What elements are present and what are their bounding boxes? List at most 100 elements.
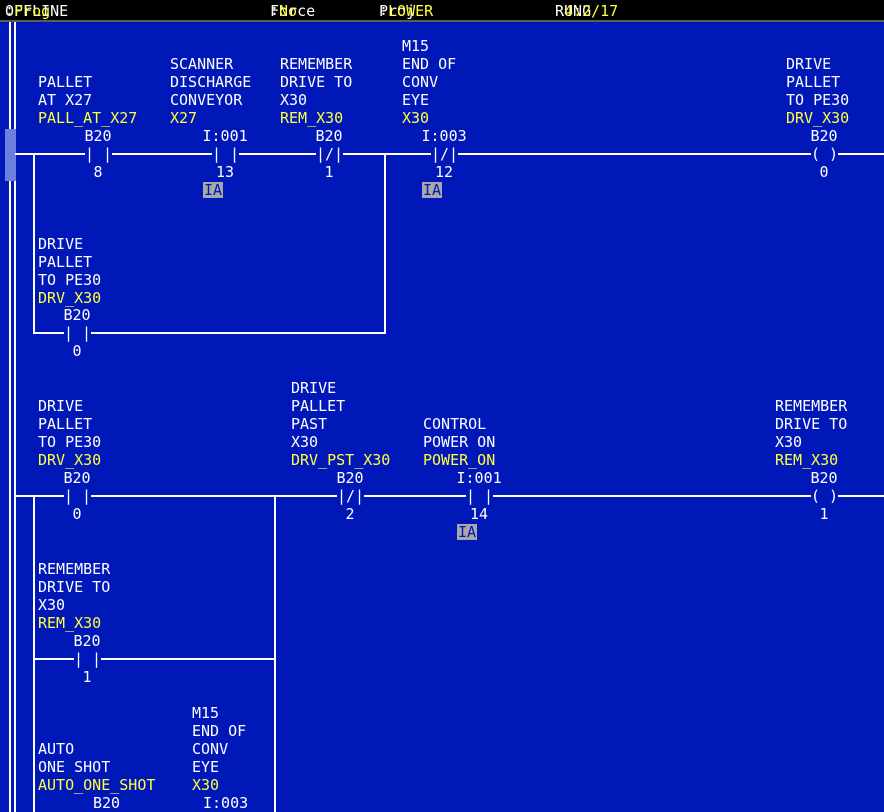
rung2-drive-pallet-past-description-line: X30 [291, 433, 319, 451]
rung1-branch-drive-pallet-contact[interactable]: | | [64, 324, 92, 342]
rung2-drive-pallet-past-description-line: PALLET [291, 397, 346, 415]
rung2-drive-pallet-description-line: PALLET [38, 415, 93, 433]
rung1-m15-eye-contact[interactable]: |/| [431, 145, 459, 163]
rung1-scanner-discharge-description-line: DISCHARGE [170, 73, 252, 91]
rung1-remember-drive-contact[interactable]: |/| [316, 145, 344, 163]
rung2-branch-m15-eye-description-line: EYE [192, 758, 220, 776]
rung2-branch-remember-description-line: DRIVE TO [38, 578, 111, 596]
rung2-branch-remember-bit: 1 [82, 668, 92, 686]
rung2-wire [15, 495, 884, 497]
status-bar: OFFLINE:Prog Force:No Proj:LOWER RUNG 4:… [0, 0, 884, 22]
rung-cursor-marker [5, 129, 16, 181]
rung2-control-power-bit: 14 [470, 505, 489, 523]
rung1-drive-pallet-coil-bit: 0 [819, 163, 829, 181]
rung2-drive-pallet-past-contact[interactable]: |/| [337, 487, 365, 505]
rung1-remember-drive-symbol: REM_X30 [280, 109, 344, 127]
rung2-drive-pallet-contact[interactable]: | | [64, 487, 92, 505]
rung1-drive-pallet-coil-address: B20 [810, 127, 838, 145]
rung2-drive-pallet-past-symbol: DRV_PST_X30 [291, 451, 391, 469]
rung2-control-power-description-line: POWER ON [423, 433, 496, 451]
rung1-m15-eye-description-line: M15 [402, 37, 430, 55]
rung1-scanner-discharge-contact[interactable]: | | [212, 145, 240, 163]
rung2-branch-remember-description-line: X30 [38, 596, 66, 614]
rung1-m15-eye-address: I:003 [421, 127, 467, 145]
rung1-remember-drive-description-line: DRIVE TO [280, 73, 353, 91]
rung1-pallet-at-x27-address: B20 [84, 127, 112, 145]
rung1-branch-drive-pallet-description-line: TO PE30 [38, 271, 102, 289]
rung1-scanner-discharge-address: I:001 [202, 127, 248, 145]
rung1-pallet-at-x27-bit: 8 [93, 163, 103, 181]
left-power-rail [9, 22, 11, 812]
rung2-branch-m15-eye-symbol: X30 [192, 776, 220, 794]
rung1-m15-eye-description-line: END OF [402, 55, 457, 73]
rung2-branch-m15-eye-description-line: CONV [192, 740, 229, 758]
rung2-branch-right [274, 496, 276, 812]
rung2-branch-auto-one-shot-address: B20 [93, 794, 121, 812]
rung2-drive-pallet-description-line: DRIVE [38, 397, 84, 415]
left-power-rail-inner [14, 22, 16, 812]
rung2-branch-wire [34, 658, 276, 660]
rung1-drive-pallet-coil-description-line: DRIVE [786, 55, 832, 73]
rung2-branch-auto-one-shot-symbol: AUTO_ONE_SHOT [38, 776, 156, 794]
rung2-remember-coil-description-line: X30 [775, 433, 803, 451]
rung1-drive-pallet-coil-description-line: PALLET [786, 73, 841, 91]
rung1-m15-eye-symbol: X30 [402, 109, 430, 127]
rung2-branch-m15-eye-address: I:003 [203, 794, 249, 812]
rung1-branch-drive-pallet-address: B20 [63, 306, 91, 324]
rung2-control-power-contact[interactable]: | | [466, 487, 494, 505]
rung2-remember-coil-description-line: REMEMBER [775, 397, 848, 415]
rung2-drive-pallet-past-description-line: PAST [291, 415, 328, 433]
rung2-branch-auto-one-shot-description-line: AUTO [38, 740, 75, 758]
rung2-remember-coil-coil[interactable]: ( ) [811, 487, 839, 505]
rung1-m15-eye-bit: 12 [435, 163, 454, 181]
rung1-branch-drive-pallet-description-line: PALLET [38, 253, 93, 271]
rung2-drive-pallet-symbol: DRV_X30 [38, 451, 102, 469]
rung2-remember-coil-address: B20 [810, 469, 838, 487]
rung2-drive-pallet-description-line: TO PE30 [38, 433, 102, 451]
rung2-control-power-symbol: POWER_ON [423, 451, 496, 469]
rung2-drive-pallet-past-description-line: DRIVE [291, 379, 337, 397]
rung1-drive-pallet-coil-description-line: TO PE30 [786, 91, 850, 109]
project-indicator: Proj:LOWER [379, 1, 434, 20]
rung1-remember-drive-description-line: REMEMBER [280, 55, 353, 73]
rung2-branch-remember-symbol: REM_X30 [38, 614, 102, 632]
rung2-remember-coil-bit: 1 [819, 505, 829, 523]
rung1-scanner-discharge-description-line: SCANNER [170, 55, 234, 73]
rung2-remember-coil-description-line: DRIVE TO [775, 415, 848, 433]
rung1-branch-wire [34, 332, 386, 334]
rung1-scanner-discharge-symbol: X27 [170, 109, 198, 127]
rung2-branch-m15-eye-description-line: M15 [192, 704, 220, 722]
rung1-branch-drive-pallet-symbol: DRV_X30 [38, 289, 102, 307]
rung1-remember-drive-description-line: X30 [280, 91, 308, 109]
rung1-scanner-discharge-description-line: CONVEYOR [170, 91, 243, 109]
rung1-drive-pallet-coil-coil[interactable]: ( ) [811, 145, 839, 163]
rung2-branch-m15-eye-description-line: END OF [192, 722, 247, 740]
rung1-pallet-at-x27-contact[interactable]: | | [85, 145, 113, 163]
rung2-control-power-address: I:001 [456, 469, 502, 487]
rung2-remember-coil-symbol: REM_X30 [775, 451, 839, 469]
rung1-pallet-at-x27-description-line: AT X27 [38, 91, 93, 109]
rung1-remember-drive-address: B20 [315, 127, 343, 145]
rung1-branch-drive-pallet-description-line: DRIVE [38, 235, 84, 253]
rung2-drive-pallet-bit: 0 [72, 505, 82, 523]
rung1-m15-eye-description-line: CONV [402, 73, 439, 91]
rung1-m15-eye-ia-badge: IA [422, 181, 443, 199]
rung2-drive-pallet-past-bit: 2 [345, 505, 355, 523]
rung1-pallet-at-x27-symbol: PALL_AT_X27 [38, 109, 138, 127]
rung2-drive-pallet-address: B20 [63, 469, 91, 487]
rung1-scanner-discharge-ia-badge: IA [203, 181, 224, 199]
rung1-m15-eye-description-line: EYE [402, 91, 430, 109]
rung1-pallet-at-x27-description-line: PALLET [38, 73, 93, 91]
rung-indicator: RUNG 4:2/17 [555, 2, 619, 20]
rung2-branch-remember-address: B20 [73, 632, 101, 650]
rung1-scanner-discharge-bit: 13 [216, 163, 235, 181]
rung2-branch-remember-description-line: REMEMBER [38, 560, 111, 578]
rung2-branch-remember-contact[interactable]: | | [74, 650, 102, 668]
force-indicator: Force:No [270, 1, 316, 20]
rung1-branch-left [33, 154, 35, 334]
rung2-control-power-ia-badge: IA [457, 523, 478, 541]
rung2-drive-pallet-past-address: B20 [336, 469, 364, 487]
rung2-branch-left [33, 496, 35, 812]
rung1-branch-right [384, 154, 386, 334]
